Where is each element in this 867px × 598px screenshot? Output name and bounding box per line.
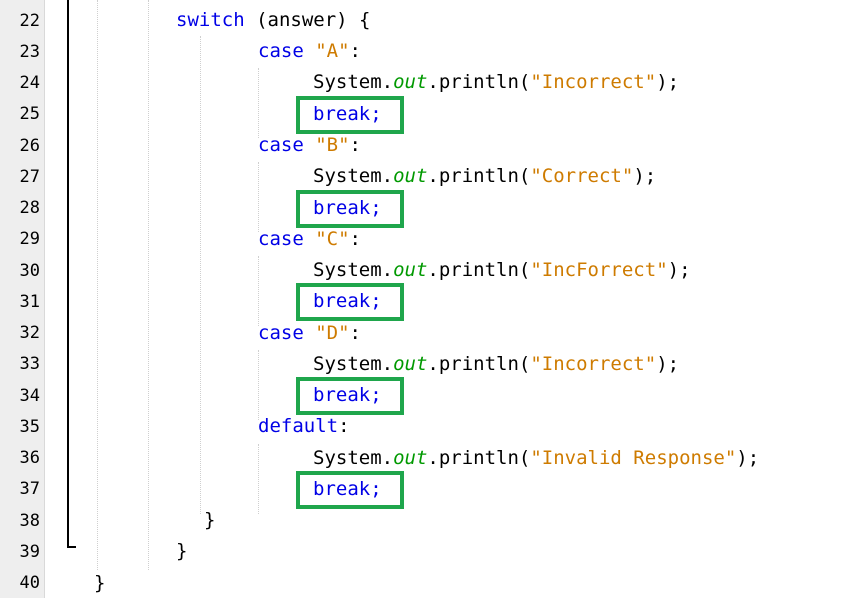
line-number: 38 [19,511,40,531]
line-number: 33 [19,354,40,374]
keyword: case [258,228,304,250]
code-line-35[interactable]: default: [258,415,350,437]
line-number: 39 [19,542,40,562]
code-line-37[interactable]: break; [313,477,382,501]
code-line-29[interactable]: case "C": [258,228,361,250]
code-line-39[interactable]: } [176,540,188,562]
field: out [393,71,428,93]
line-number: 35 [19,417,40,437]
code-line-24[interactable]: System.out.println("Incorrect"); [313,71,680,93]
line-number: 26 [19,136,40,156]
indent-guide [258,256,259,326]
string-literal: "C" [315,228,350,250]
line-number: 37 [19,479,40,499]
code-line-33[interactable]: System.out.println("Incorrect"); [313,353,680,375]
field: out [393,165,428,187]
line-number: 32 [19,323,40,343]
line-number-gutter: 22 23 24 25 26 27 28 29 30 31 32 33 34 3… [0,0,45,598]
line-number: 36 [19,448,40,468]
code-line-38[interactable]: } [204,509,216,531]
code-line-32[interactable]: case "D": [258,322,361,344]
line-number: 34 [19,386,40,406]
line-number: 22 [19,11,40,31]
code-line-34[interactable]: break; [313,383,382,407]
field: out [393,447,428,469]
field: out [393,259,428,281]
line-number: 25 [19,104,40,124]
indent-guide [97,0,98,570]
code-line-26[interactable]: case "B": [258,134,361,156]
code-line-22[interactable]: switch (answer) { [176,9,371,31]
break-highlight-box [296,283,404,321]
code-line-31[interactable]: break; [313,289,382,313]
break-statement: break; [313,384,382,406]
line-number: 40 [19,573,40,593]
indent-guide [258,68,259,138]
code-line-27[interactable]: System.out.println("Correct"); [313,165,657,187]
indent-guide [258,350,259,420]
code-line-28[interactable]: break; [313,196,382,220]
string-literal: "Incorrect" [530,353,657,375]
break-highlight-box [296,190,404,228]
line-number: 24 [19,73,40,93]
line-number: 29 [19,229,40,249]
string-literal: "A" [315,40,350,62]
break-highlight-box [296,377,404,415]
keyword: default [258,415,339,437]
code-line-23[interactable]: case "A": [258,40,361,62]
indent-guide [200,36,201,514]
line-number: 31 [19,292,40,312]
keyword: switch [176,9,245,31]
string-literal: "Invalid Response" [530,447,737,469]
string-literal: "IncForrect" [530,259,668,281]
line-number: 27 [19,167,40,187]
code-line-25[interactable]: break; [313,102,382,126]
fold-marker-line [67,0,69,548]
indent-guide [258,162,259,232]
indent-guide [148,0,149,570]
string-literal: "Correct" [530,165,634,187]
line-number: 28 [19,198,40,218]
string-literal: "B" [315,134,350,156]
code-line-30[interactable]: System.out.println("IncForrect"); [313,259,691,281]
fold-marker-end [67,546,76,548]
break-highlight-box [296,96,404,134]
break-statement: break; [313,478,382,500]
line-number: 30 [19,261,40,281]
field: out [393,353,428,375]
break-statement: break; [313,197,382,219]
break-statement: break; [313,103,382,125]
string-literal: "D" [315,322,350,344]
string-literal: "Incorrect" [530,71,657,93]
indent-guide [258,444,259,514]
code-line-36[interactable]: System.out.println("Invalid Response"); [313,447,760,469]
line-number: 23 [19,42,40,62]
break-highlight-box [296,471,404,509]
keyword: case [258,322,304,344]
code-line-40[interactable]: } [94,572,106,594]
keyword: case [258,134,304,156]
keyword: case [258,40,304,62]
break-statement: break; [313,290,382,312]
